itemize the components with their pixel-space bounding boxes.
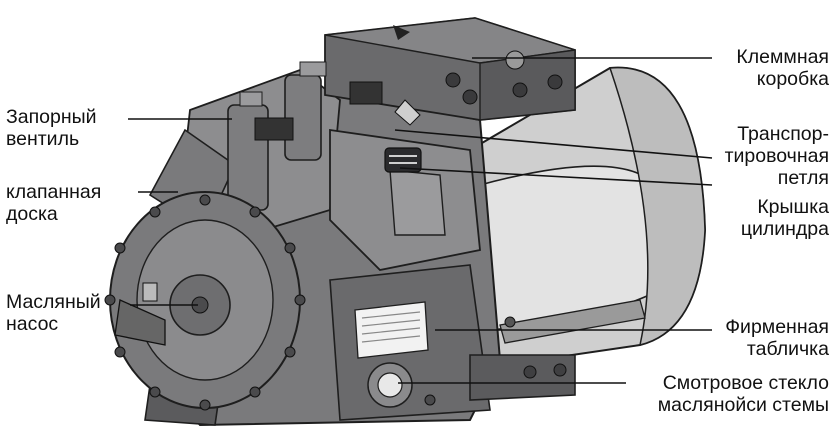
- label-sight-glass: Смотровое стекло маслянойси стемы: [657, 372, 829, 416]
- label-cylinder-cover: Крышка цилиндра: [740, 196, 829, 240]
- valve-threads: [254, 81, 383, 141]
- flange-bolts: [104, 194, 306, 411]
- sight-glass: [367, 362, 436, 408]
- leader-lifting-eye: [394, 129, 713, 159]
- label-lifting-eye: Транспор- тировочная петля: [724, 123, 829, 189]
- label-oil-pump: Масляный насос: [6, 291, 101, 335]
- motor-housing: [469, 66, 707, 372]
- leader-lines: [128, 57, 713, 384]
- label-nameplate: Фирменная табличка: [725, 316, 829, 360]
- terminal-box: [324, 17, 576, 121]
- label-valve-plate: клапанная доска: [6, 181, 102, 225]
- shutoff-valves: [227, 61, 421, 211]
- leader-cylinder-cover: [399, 167, 713, 186]
- nameplate: [354, 301, 429, 359]
- label-terminal-box: Клеммная коробка: [736, 46, 829, 90]
- front-flange: [104, 191, 306, 411]
- label-shutoff-valve: Запорный вентиль: [6, 106, 97, 150]
